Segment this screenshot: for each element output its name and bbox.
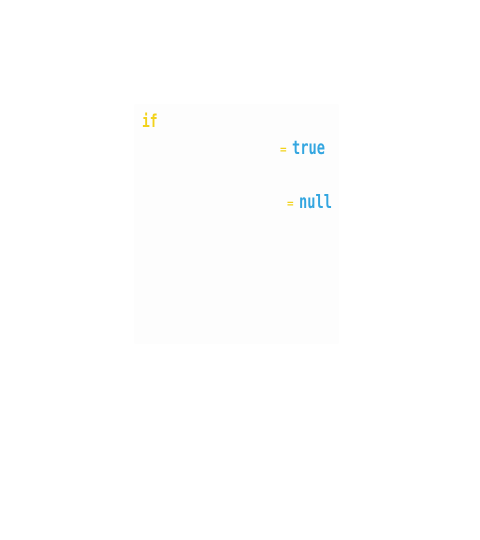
equals-operator: =: [287, 197, 294, 210]
null-literal: null: [299, 191, 332, 213]
if-keyword: if: [142, 111, 158, 132]
true-literal: true: [292, 137, 325, 159]
equals-operator: =: [280, 143, 287, 156]
code-card: [134, 104, 339, 344]
